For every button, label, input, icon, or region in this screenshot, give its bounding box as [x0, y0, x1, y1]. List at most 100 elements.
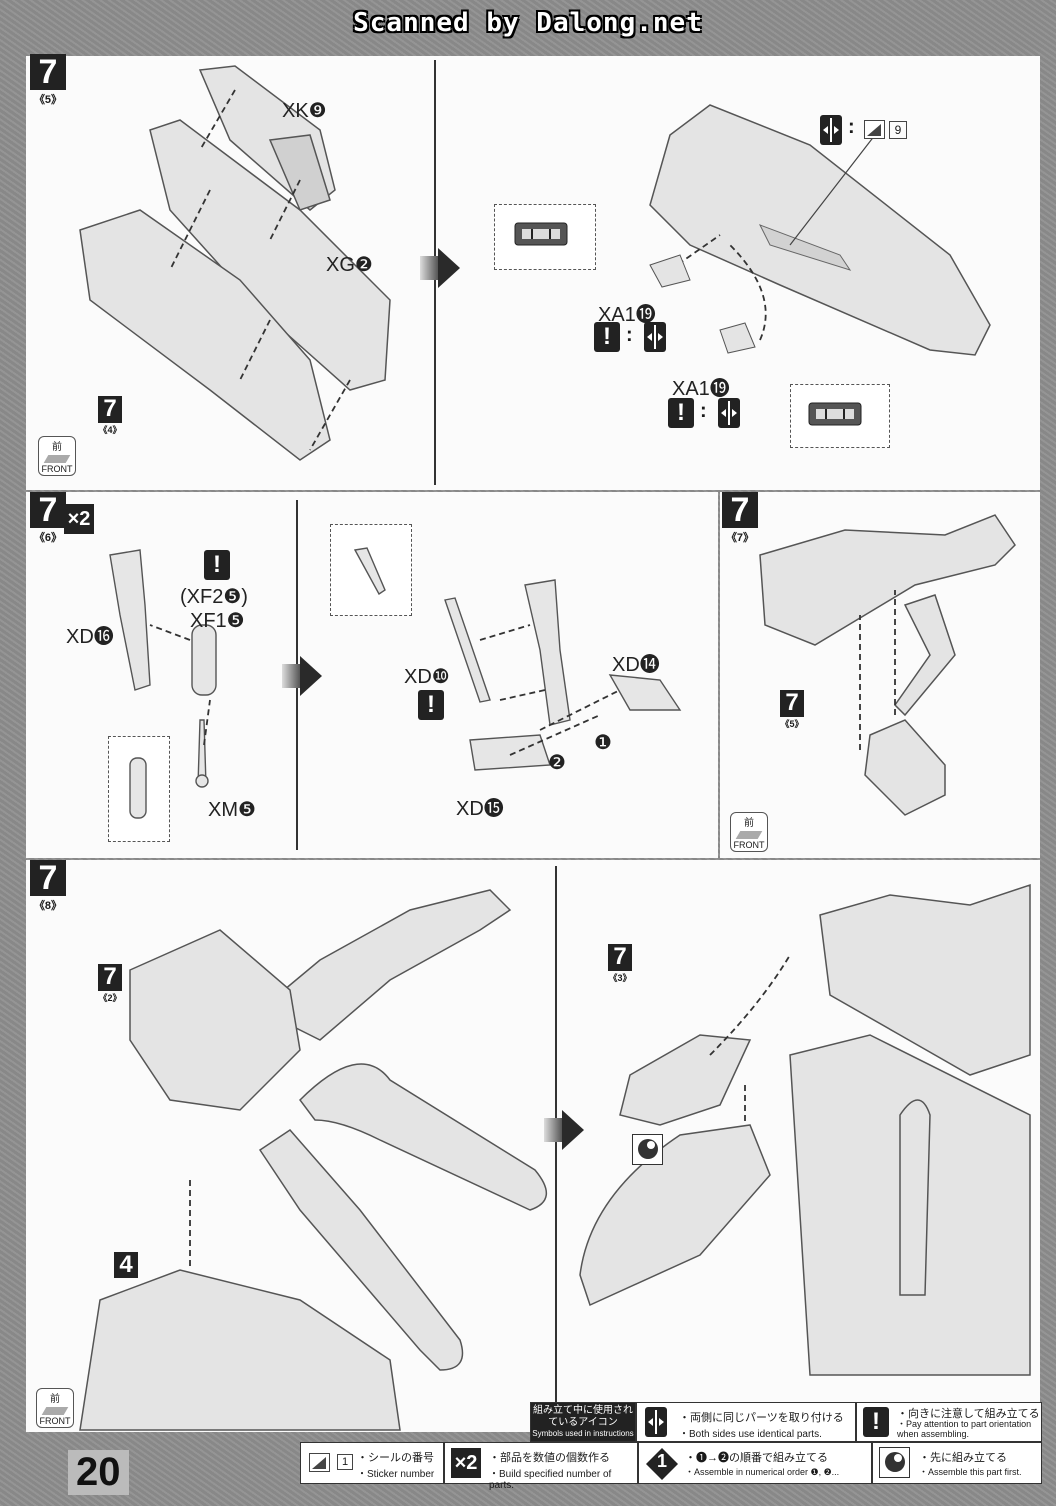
front-shape	[43, 455, 71, 463]
sticker-icon	[864, 120, 885, 139]
legend-sticker-box: 1	[337, 1454, 353, 1470]
front-icon: 前 FRONT	[730, 812, 768, 852]
ref-substep: 《5》	[780, 716, 804, 730]
mirror-icon	[718, 398, 740, 428]
warning-icon: !	[204, 550, 230, 580]
front-text: FRONT	[41, 464, 73, 474]
legend-first-en: ・Assemble this part first.	[919, 1467, 1022, 1477]
part-label-xd10: XD❿	[404, 666, 450, 688]
detail-tip	[353, 547, 386, 596]
next-arrow-icon	[544, 1110, 584, 1150]
ref-step: 7	[608, 944, 632, 970]
legend-first: ・先に組み立てる ・Assemble this part first.	[872, 1442, 1042, 1484]
legend-order-jp: ・❶→❷の順番で組み立てる	[685, 1452, 828, 1464]
legend-multiply-en: ・Build specified number of parts.	[489, 1469, 612, 1491]
multiply-icon: ×2	[451, 1448, 481, 1478]
order-icon	[646, 1448, 678, 1480]
warning-icon: !	[863, 1407, 889, 1437]
warning-icon: !	[418, 690, 444, 720]
ref-substep: 《3》	[608, 970, 632, 984]
legend-sticker-en: ・Sticker number	[357, 1469, 435, 1480]
legend-order-en: ・Assemble in numerical order ❶, ❷...	[685, 1467, 840, 1477]
front-shape	[41, 1407, 69, 1415]
part-label-xa1-a: XA1⓳	[598, 304, 656, 326]
legend-orient-jp: ・向きに注意して組み立てる	[897, 1408, 1040, 1420]
multiply-icon: ×2	[64, 504, 94, 534]
legend-title: 組み立て中に使用されているアイコン Symbols used in instru…	[530, 1402, 636, 1442]
colon: :	[700, 400, 707, 422]
substep-number: 《8》	[30, 894, 66, 913]
substep-number: 《5》	[30, 88, 66, 107]
mirror-icon	[820, 115, 842, 145]
legend-multiply: ×2 ・部品を数値の個数作る ・Build specified number o…	[444, 1442, 638, 1491]
legend-both-en: ・Both sides use identical parts.	[679, 1429, 822, 1440]
step-number: 7	[722, 492, 758, 528]
step-number: 7	[30, 54, 66, 90]
part-label-xd14: XD⓮	[612, 654, 660, 676]
part-label-xd16: XD⓰	[66, 626, 114, 648]
first-icon	[879, 1447, 910, 1478]
step-7-5-parts-drawing	[79, 65, 391, 461]
warning-icon: !	[668, 398, 694, 428]
substep-number: 《6》	[30, 526, 66, 545]
colon: :	[848, 116, 855, 138]
front-kanji: 前	[50, 1394, 60, 1405]
legend-title-jp: 組み立て中に使用されているアイコン	[533, 1405, 633, 1428]
step-7-8-right-drawing	[579, 883, 1031, 1376]
front-shape	[735, 831, 763, 839]
order-icon-number: 1	[656, 1451, 667, 1471]
part-label-xg2: XG❷	[326, 254, 373, 276]
next-arrow-icon	[420, 248, 460, 288]
front-text: FRONT	[39, 1416, 71, 1426]
step-7-6-assembly-drawing	[444, 579, 682, 771]
ref-step: 7	[98, 396, 122, 422]
front-kanji: 前	[52, 442, 62, 453]
legend-first-jp: ・先に組み立てる	[919, 1452, 1007, 1464]
warning-icon: !	[594, 322, 620, 352]
legend-multiply-jp: ・部品を数値の個数作る	[489, 1452, 610, 1464]
first-icon	[632, 1134, 663, 1165]
ref-step: 4	[114, 1252, 138, 1278]
mirror-icon	[645, 1407, 667, 1437]
part-label-xm: XM❺	[208, 799, 256, 821]
front-kanji: 前	[744, 818, 754, 829]
ref-step: 7	[98, 964, 122, 990]
detail-part-upper	[514, 222, 568, 246]
front-icon: 前 FRONT	[38, 436, 76, 476]
next-arrow-icon	[282, 656, 322, 696]
watermark: Scanned by Dalong.net	[353, 8, 703, 38]
legend-title-en: Symbols used in instructions	[532, 1429, 634, 1438]
detail-part	[129, 757, 147, 819]
order-marker-2: ❷	[548, 752, 566, 774]
colon: :	[626, 324, 633, 346]
step-7-6-parts-drawing	[109, 549, 217, 788]
legend-sticker-jp: ・シールの番号	[357, 1452, 434, 1464]
sticker-icon	[309, 1453, 330, 1472]
legend-both-jp: ・両側に同じパーツを取り付ける	[679, 1412, 844, 1424]
ref-substep: 《4》	[98, 422, 122, 436]
page-number: 20	[68, 1450, 129, 1495]
mirror-icon	[644, 322, 666, 352]
legend-order: 1 ・❶→❷の順番で組み立てる ・Assemble in numerical o…	[638, 1442, 872, 1484]
legend-orient-en: ・Pay attention to part orientation when …	[897, 1419, 1032, 1439]
step-number: 7	[30, 860, 66, 896]
legend-both-sides: ・両側に同じパーツを取り付ける ・Both sides use identica…	[636, 1402, 856, 1442]
ref-step: 7	[780, 690, 804, 716]
part-label-xf1: XF1❺	[190, 610, 245, 632]
substep-number: 《7》	[722, 526, 758, 545]
step-number: 7	[30, 492, 66, 528]
legend-sticker: 1 ・シールの番号 ・Sticker number	[300, 1442, 444, 1484]
part-label-xd15: XD⓯	[456, 798, 504, 820]
sticker-number: 9	[889, 121, 907, 139]
part-label-xa1-b: XA1⓳	[672, 378, 730, 400]
vertical-divider	[555, 866, 557, 1426]
order-marker-1: ❶	[594, 732, 612, 754]
step-7-8-left-drawing	[79, 889, 547, 1431]
legend-orientation: ! ・向きに注意して組み立てる ・Pay attention to part o…	[856, 1402, 1042, 1442]
step-7-7-drawing	[759, 514, 1016, 816]
part-label-xk9: XK❾	[282, 100, 327, 122]
detail-part-lower	[808, 402, 862, 426]
step-7-5-assembled-drawing	[649, 104, 991, 356]
part-label-xf2: (XF2❺)	[180, 586, 248, 608]
front-text: FRONT	[733, 840, 765, 850]
